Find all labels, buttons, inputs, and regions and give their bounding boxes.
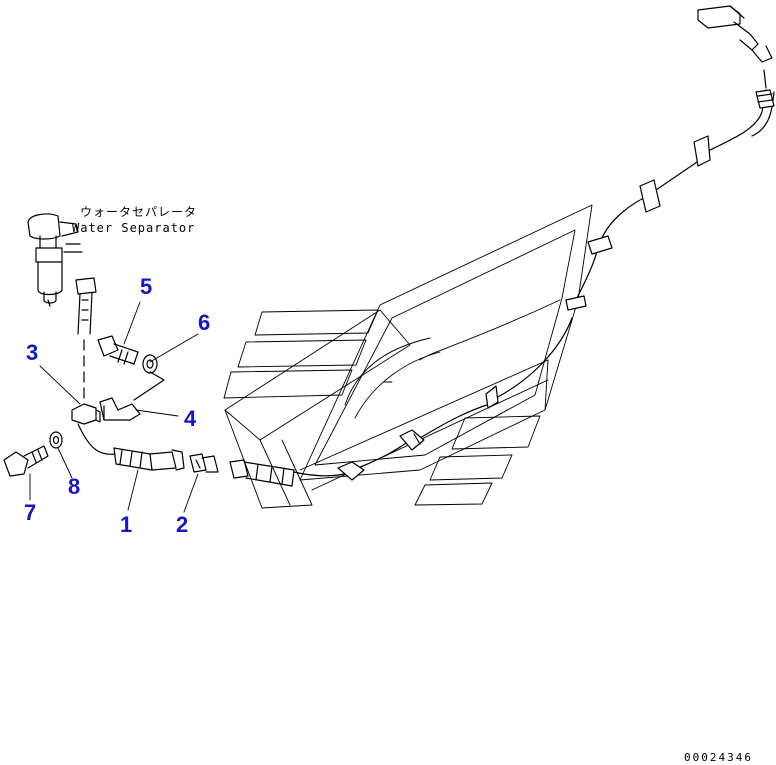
callout-8: 8 (68, 474, 80, 499)
fuel-line (229, 89, 775, 487)
washer-6-icon (142, 354, 158, 374)
callout-1: 1 (120, 512, 132, 537)
water-separator-icon (27, 213, 83, 307)
leader-lines (29, 301, 199, 513)
callout-4: 4 (184, 406, 197, 431)
hose-1-icon (77, 423, 185, 471)
callout-2: 2 (176, 512, 188, 537)
line-clips (337, 135, 711, 481)
radiator-grille-panel (223, 204, 593, 509)
bracket-4-icon (99, 371, 165, 421)
callouts: 1 2 3 4 5 6 7 8 (24, 274, 210, 537)
callout-3: 3 (26, 340, 38, 365)
washer-8-icon (49, 431, 63, 449)
water-separator-label-en: Water Separator (72, 221, 195, 235)
water-separator-label-jp: ウォータセパレータ (80, 205, 197, 219)
separator-hose-icon (75, 277, 97, 401)
clamp-3-icon (71, 403, 101, 425)
callout-5: 5 (140, 274, 152, 299)
adapter-2-icon (189, 453, 219, 473)
bolt-5-icon (97, 335, 139, 365)
fuel-pump-connector-icon (697, 5, 775, 109)
callout-7: 7 (24, 500, 36, 525)
document-number: 00024346 (684, 751, 753, 764)
callout-6: 6 (198, 310, 210, 335)
bolt-7-icon (3, 445, 49, 477)
